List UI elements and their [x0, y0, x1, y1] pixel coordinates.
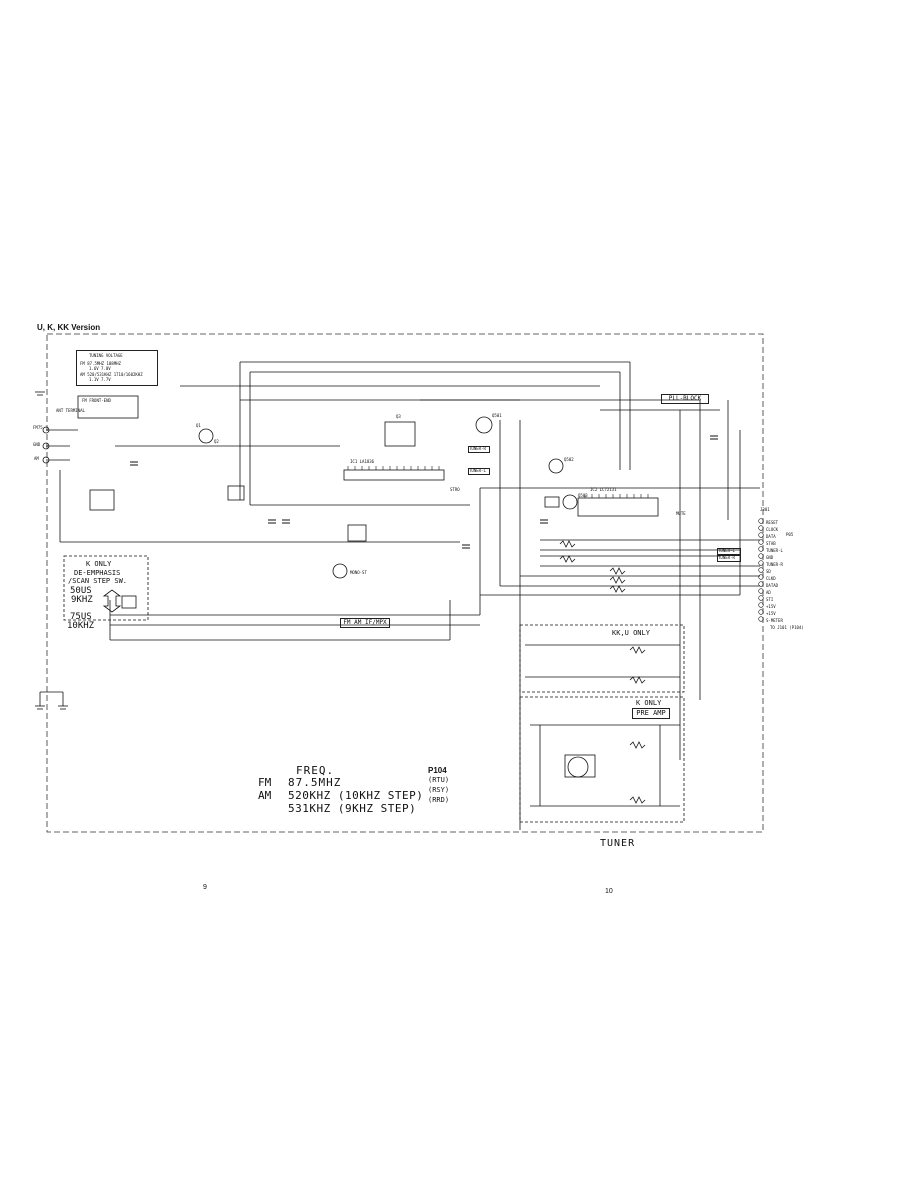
connector-pin: +15V [766, 604, 776, 609]
tuning-voltage-fm-row: FM 87.5MHZ 108MHZ [80, 361, 121, 366]
freq-am-value-1: 520KHZ (10KHZ STEP) [288, 789, 424, 802]
ic2-label: IC2 LC72131 [590, 487, 617, 492]
ref-title: P104 [428, 766, 447, 775]
connector-note: TO J101 (P104) [770, 625, 804, 630]
deemphasis-opt1-a: 50US [70, 586, 92, 596]
connector-pin: CLOCK [766, 527, 779, 532]
ref-1: (RTU) [428, 776, 450, 784]
q3-label: Q3 [396, 414, 401, 419]
deemphasis-line2: /SCAN STEP SW. [68, 577, 128, 585]
page-number-right: 10 [605, 888, 613, 895]
freq-fm-value: 87.5MHZ [288, 776, 342, 789]
q503-label: Q503 [578, 493, 588, 498]
ic1-label: IC1 LA1836 [350, 459, 375, 464]
k-only-label: K ONLY [636, 699, 662, 707]
ref-2: (RSY) [428, 786, 450, 794]
antenna-terminal-label: ANT TERMINAL [56, 408, 85, 413]
tuner-r-label: TUNER-R [468, 446, 490, 453]
q1-label: Q1 [196, 423, 201, 428]
connector-pin: GND [766, 555, 774, 560]
connector-pin: DATAD [766, 583, 779, 588]
deemphasis-opt1-b: 9KHZ [71, 595, 93, 605]
q2-label: Q2 [214, 439, 219, 444]
deemphasis-opt2-a: 75US [70, 612, 92, 622]
fm-antenna-label: FM75 [33, 425, 43, 430]
connector-pin: RESET [766, 520, 779, 525]
connector-pin: SD [766, 569, 771, 574]
connector-pin-list: RESET CLOCK DATA STAB TUNER-L GND TUNER-… [766, 519, 783, 624]
connector-pin: AD [766, 590, 771, 595]
tuner-r-out-label: TUNER-R [717, 555, 741, 562]
stro-label: STRO [450, 487, 460, 492]
connector-pin: STI [766, 597, 774, 602]
tuning-voltage-fm-values: 1.6V 7.0V [89, 366, 111, 371]
tuning-voltage-am-values: 1.1V 7.7V [89, 377, 111, 382]
connector-pin: TUNER-R [766, 562, 783, 567]
tuning-voltage-title: TUNING VOLTAGE [89, 353, 123, 358]
fm-am-if-mpx-label: FM AM IF/MPX [340, 618, 390, 628]
tuning-voltage-am-row: AM 520/531KHZ 1710/1602KHZ [80, 372, 143, 377]
gnd-antenna-label: GND [33, 442, 41, 447]
freq-fm-label: FM [258, 776, 272, 789]
tuner-section-label: TUNER [600, 838, 636, 849]
connector-header: J301 [760, 507, 770, 512]
connector-pin: CLKD [766, 576, 776, 581]
mute-label: MUTE [676, 511, 686, 516]
version-title: U, K, KK Version [37, 323, 101, 332]
pre-amp-label: PRE AMP [632, 708, 670, 719]
connector-pin: +15V [766, 611, 776, 616]
deemphasis-title: K ONLY [86, 560, 112, 568]
tuner-l-label: TUNER-L [468, 468, 490, 475]
ref-3: (RRD) [428, 796, 450, 804]
freq-title: FREQ. [296, 764, 335, 777]
connector-pin: DATA [766, 534, 776, 539]
kk-u-only-label: KK,U ONLY [612, 629, 650, 637]
deemphasis-opt2-b: 10KHZ [67, 621, 95, 631]
tuning-voltage-table: TUNING VOLTAGE FM 87.5MHZ 108MHZ 1.6V 7.… [76, 350, 158, 386]
tuner-l-out-label: TUNER-L [717, 548, 741, 555]
connector-pin: TUNER-L [766, 548, 783, 553]
q501-label: Q501 [492, 413, 502, 418]
connector-side-label: P05 [786, 532, 794, 537]
am-antenna-label: AM [34, 456, 39, 461]
page-number-left: 9 [203, 884, 207, 891]
freq-am-label: AM [258, 789, 272, 802]
pll-block-label: PLL-BLOCK [661, 394, 709, 404]
fm-front-end-label: FM FRONT-END [82, 398, 111, 403]
connector-pin: S-METER [766, 618, 783, 623]
q502-label: Q502 [564, 457, 574, 462]
freq-am-value-2: 531KHZ (9KHZ STEP) [288, 802, 417, 815]
mono-st-label: MONO-ST [350, 570, 367, 575]
deemphasis-line1: DE-EMPHASIS [74, 569, 121, 577]
connector-pin: STAB [766, 541, 776, 546]
